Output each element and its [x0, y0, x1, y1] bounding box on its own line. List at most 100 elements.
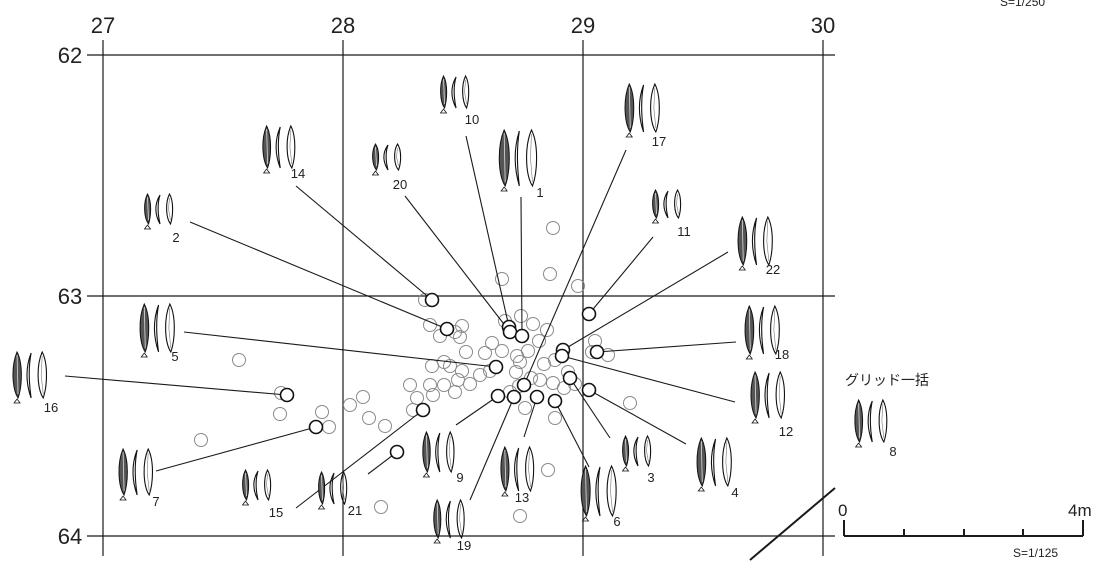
- artifact-scar: [676, 193, 679, 215]
- artifact-back-view: [763, 215, 773, 267]
- artifact-side-view: [153, 304, 160, 353]
- leader-line-3: [569, 377, 611, 439]
- artifact-numbers: 1 2 3 4 5 6 7 8 9 10 11 12 13 14 15 16 1…: [44, 112, 897, 553]
- artifact-number-5: 5: [171, 349, 178, 364]
- artifact-base-mark: [241, 500, 250, 506]
- artifact-back-view: [650, 82, 660, 134]
- artifact-number-3: 3: [647, 470, 654, 485]
- artifact-base-mark: [738, 265, 747, 271]
- artifact-side-view: [275, 126, 281, 169]
- leader-line-12: [561, 355, 736, 403]
- artifact-side-view: [595, 466, 601, 517]
- artifact-drawing-6: [580, 464, 617, 522]
- artifact-base-mark: [262, 168, 271, 174]
- artifact-ridge: [748, 308, 751, 351]
- artifact-side-view: [155, 194, 161, 225]
- faint-point: [423, 378, 437, 392]
- refit-point-4: [581, 382, 597, 398]
- artifact-back-view: [264, 468, 272, 502]
- artifact-drawing-18: [744, 304, 780, 360]
- artifact-base-mark: [751, 418, 759, 424]
- refit-point-15: [415, 402, 431, 418]
- artifact-back-view: [878, 398, 888, 444]
- artifact-back-view: [340, 470, 348, 506]
- artifact-ridge: [585, 468, 587, 513]
- artifact-scar: [448, 435, 452, 469]
- refit-point-3: [562, 370, 578, 386]
- artifact-number-14: 14: [291, 166, 305, 181]
- artifact-drawing-17: [624, 82, 660, 138]
- artifact-drawing-19: [433, 498, 465, 544]
- faint-point: [410, 391, 424, 405]
- artifact-back-view: [143, 447, 154, 497]
- artifact-side-view: [329, 472, 335, 505]
- artifact-scar: [653, 87, 657, 129]
- faint-point: [426, 388, 440, 402]
- artifact-back-view: [165, 302, 175, 354]
- artifact-number-13: 13: [515, 490, 529, 505]
- artifact-number-8: 8: [889, 444, 896, 459]
- faint-point: [526, 317, 540, 331]
- faint-point: [513, 509, 527, 523]
- refit-point-18: [589, 344, 605, 360]
- refit-point-20: [502, 324, 518, 340]
- artifact-ridge: [754, 374, 757, 415]
- artifact-ridge: [741, 219, 744, 262]
- artifact-back-view: [462, 74, 470, 110]
- refit-point-16: [279, 387, 295, 403]
- grid-note-label: グリッド一括: [845, 373, 929, 389]
- faint-point: [459, 345, 473, 359]
- artifact-ridge: [858, 402, 861, 439]
- artifact-scar: [766, 220, 770, 262]
- artifact-base-mark: [651, 218, 660, 224]
- artifact-scar: [342, 475, 345, 501]
- refit-point-19: [506, 389, 522, 405]
- artifact-side-view: [383, 144, 389, 171]
- scale-bar-end-label: 4m: [1068, 501, 1092, 520]
- artifact-number-18: 18: [775, 347, 789, 362]
- faint-point: [378, 419, 392, 433]
- artifact-ridge: [503, 132, 506, 183]
- artifact-side-view: [710, 438, 717, 487]
- faint-point: [540, 323, 554, 337]
- artifact-ridge: [122, 451, 125, 492]
- artifact-ridge: [655, 192, 657, 215]
- artifact-back-view: [394, 142, 402, 172]
- top-scale-label: S=1/250: [1000, 0, 1045, 9]
- artifact-drawing-10: [439, 74, 470, 114]
- faint-point: [451, 373, 465, 387]
- artifact-side-view: [764, 372, 770, 419]
- faint-point: [194, 433, 208, 447]
- grid-col-label-27: 27: [91, 13, 115, 38]
- artifact-base-mark: [697, 486, 706, 492]
- artifact-side-view: [514, 130, 520, 187]
- artifact-number-19: 19: [457, 538, 471, 553]
- artifact-scar: [530, 133, 533, 183]
- faint-point: [532, 334, 546, 348]
- artifact-drawing-8: [854, 398, 888, 448]
- artifact-drawing-1: [498, 128, 538, 192]
- faint-point: [478, 346, 492, 360]
- artifact-side-view: [663, 190, 669, 219]
- artifact-side-view: [514, 447, 520, 492]
- faint-point: [356, 390, 370, 404]
- faint-point: [473, 368, 487, 382]
- artifact-base-mark: [143, 224, 152, 230]
- artifact-scar: [725, 441, 729, 483]
- artifact-number-6: 6: [613, 514, 620, 529]
- faint-point: [485, 336, 499, 350]
- faint-point: [546, 221, 560, 235]
- faint-point: [514, 309, 528, 323]
- leader-line-9: [455, 395, 499, 426]
- artifact-back-view: [286, 124, 296, 170]
- artifact-drawing-16: [12, 350, 48, 404]
- artifact-drawings: [12, 74, 888, 544]
- artifact-drawing-7: [118, 447, 154, 501]
- faint-point: [513, 355, 527, 369]
- artifact-scar: [464, 79, 467, 105]
- scale-bar: [843, 520, 1084, 537]
- artifact-side-view: [26, 352, 32, 399]
- artifact-scar: [266, 473, 269, 497]
- artifact-base-mark: [745, 354, 754, 360]
- artifact-ridge: [628, 86, 631, 129]
